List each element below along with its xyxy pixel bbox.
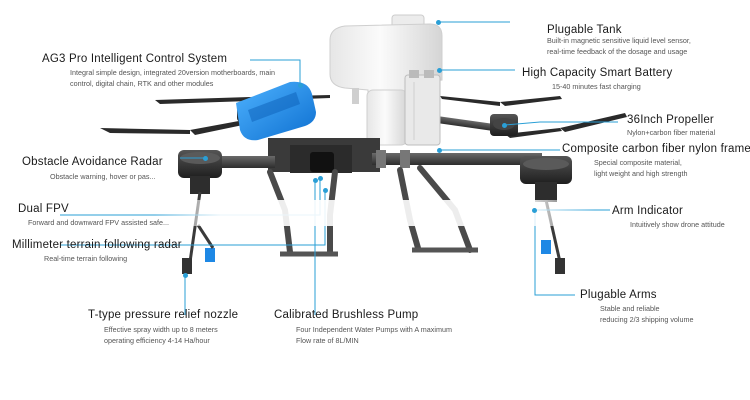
callout-dot [323, 188, 328, 193]
propeller-front-right [505, 113, 627, 138]
label-desc: Built-in magnetic sensitive liquid level… [547, 36, 691, 45]
label-plugable-arms: Plugable Arms Stable and reliable reduci… [580, 289, 694, 325]
label-desc: Four Independent Water Pumps with A maxi… [296, 325, 452, 334]
label-title: T-type pressure relief nozzle [88, 309, 239, 321]
label-desc: Real-time terrain following [44, 254, 128, 263]
label-obstacle-radar: Obstacle Avoidance Radar Obstacle warnin… [22, 156, 163, 183]
label-smart-battery: High Capacity Smart Battery 15-40 minute… [522, 67, 672, 93]
label-title: High Capacity Smart Battery [522, 67, 673, 79]
label-plugable-tank: Plugable Tank Built-in magnetic sensitiv… [547, 24, 691, 57]
label-carbon-frame: Composite carbon fiber nylon frame Speci… [562, 143, 750, 179]
label-desc: operating efficiency 4-14 Ha/hour [104, 335, 210, 345]
callout-dot [203, 156, 208, 161]
callout-dot [502, 123, 507, 128]
propeller-back-right [440, 96, 562, 106]
label-desc: Obstacle warning, hover or pas... [50, 172, 156, 181]
propeller-front-left [100, 118, 262, 135]
tank-shape [329, 14, 443, 146]
label-title: Composite carbon fiber nylon frame [562, 143, 750, 155]
callout-dot [183, 273, 188, 278]
label-desc: Intuitively show drone attitude [630, 220, 725, 229]
label-title: 36Inch Propeller [627, 114, 714, 126]
label-desc: Forward and downward FPV assisted safe..… [28, 218, 170, 227]
label-desc: control, digital chain, RTK and other mo… [70, 78, 214, 88]
label-desc: reducing 2/3 shipping volume [600, 314, 694, 324]
label-propeller: 36Inch Propeller Nylon+carbon fiber mate… [627, 114, 715, 139]
callout-dot [436, 20, 441, 25]
label-nozzle: T-type pressure relief nozzle Effective … [88, 309, 238, 346]
label-title: AG3 Pro Intelligent Control System [42, 53, 228, 65]
callout-dot [437, 68, 442, 73]
callout-dot [298, 83, 303, 88]
control-cover-shape [236, 81, 316, 141]
label-desc: real-time feedback of the dosage and usa… [547, 46, 688, 56]
label-desc: Integral simple design, integrated 20ver… [70, 68, 275, 77]
label-desc: Effective spray width up to 8 meters [104, 325, 218, 334]
label-desc: light weight and high strength [594, 168, 688, 178]
label-brushless-pump: Calibrated Brushless Pump Four Independe… [274, 309, 452, 346]
motor-front-right [520, 156, 572, 202]
callout-dot [532, 208, 537, 213]
label-control-system: AG3 Pro Intelligent Control System Integ… [42, 53, 275, 89]
label-desc: 15-40 minutes fast charging [552, 82, 641, 91]
label-desc: Flow rate of 8L/MIN [296, 335, 359, 345]
blurred-band [155, 200, 595, 226]
main-frame [180, 138, 542, 173]
motor-front-left [178, 150, 222, 194]
label-desc: Special composite material, [594, 158, 682, 167]
label-title: Calibrated Brushless Pump [274, 309, 419, 321]
label-arm-indicator: Arm Indicator Intuitively show drone att… [612, 205, 725, 231]
label-title: Dual FPV [18, 203, 69, 215]
label-terrain-radar: Millimeter terrain following radar Real-… [12, 239, 182, 265]
label-title: Obstacle Avoidance Radar [22, 156, 163, 168]
callout-dot [313, 178, 318, 183]
label-title: Plugable Tank [547, 24, 622, 36]
callout-dot [437, 148, 442, 153]
label-dual-fpv: Dual FPV Forward and downward FPV assist… [18, 203, 169, 229]
label-desc: Stable and reliable [600, 304, 660, 313]
callout-dot [318, 176, 323, 181]
label-title: Millimeter terrain following radar [12, 239, 182, 251]
label-title: Plugable Arms [580, 289, 657, 301]
battery-shape [404, 70, 441, 146]
label-title: Arm Indicator [612, 205, 683, 217]
label-desc: Nylon+carbon fiber material [627, 128, 716, 137]
